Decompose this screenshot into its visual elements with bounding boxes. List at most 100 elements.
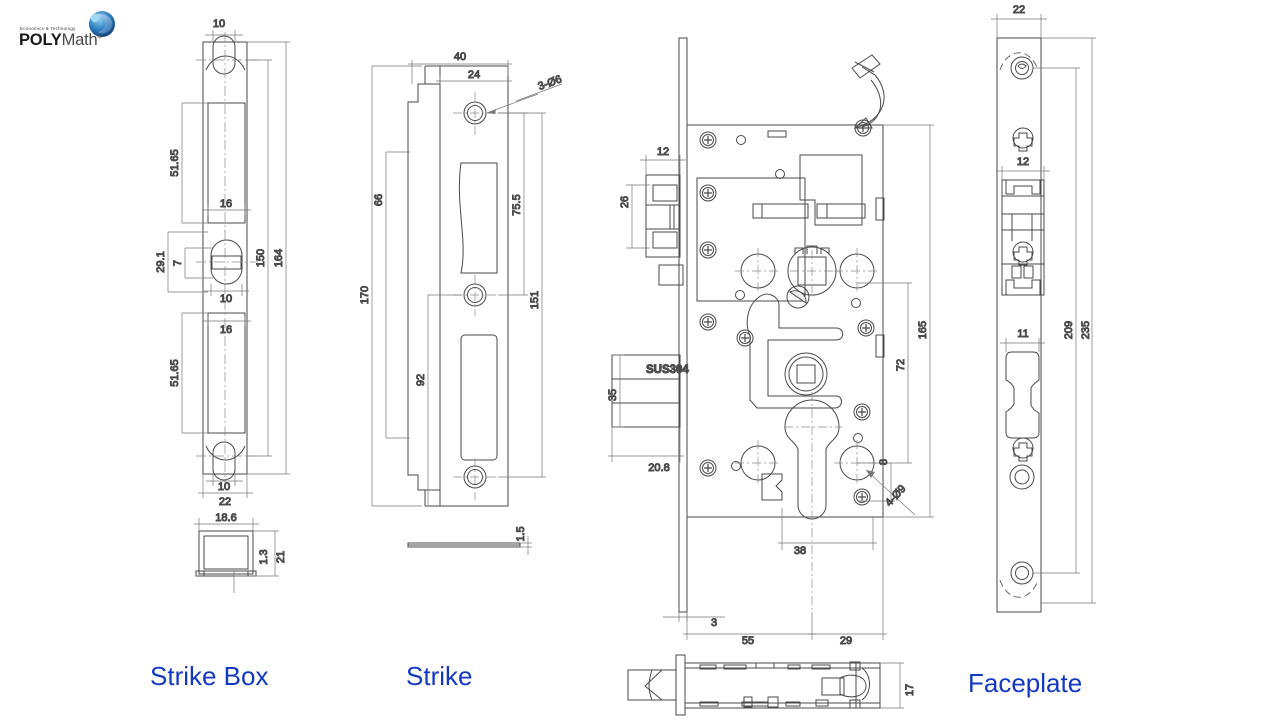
dim-sb-164: 164 xyxy=(273,249,285,267)
faceplate-plate xyxy=(996,37,1042,613)
polymath-logo: Economics & Technology POLYMath® xyxy=(18,10,138,56)
caption-strike: Strike xyxy=(406,661,473,691)
side-section-latch xyxy=(627,669,676,701)
strike-box-bottom-radius xyxy=(205,445,246,461)
screw-1 xyxy=(699,131,717,149)
logo-wordmark: POLYMath® xyxy=(19,31,102,50)
faceplate-hole-top-detail xyxy=(1017,63,1027,69)
strike-box-top-radius xyxy=(205,55,246,71)
lock-body-slot-upper xyxy=(875,197,885,221)
strike-box-dimension-labels: 10 51.65 16 29.1 7 10 16 51.65 10 22 150… xyxy=(155,18,286,509)
logo-math-text: Math xyxy=(61,31,98,49)
dim-sb-slot1-5165: 51.65 xyxy=(169,149,181,177)
dim-lb-3: 3 xyxy=(711,617,717,629)
dim-sb-150: 150 xyxy=(255,249,267,267)
faceplate-top-arc xyxy=(999,52,1039,71)
dim-sb-291: 29.1 xyxy=(155,251,167,272)
dim-sb-bot-10: 10 xyxy=(218,481,230,493)
lock-body-hook-bolt xyxy=(746,293,844,409)
side-section-latch-bevel xyxy=(648,669,653,701)
lock-body-cylinder-cam xyxy=(761,473,783,501)
side-section-cam xyxy=(839,674,867,698)
dim-sb-slot2-16: 16 xyxy=(220,324,232,336)
faceplate-screw-2 xyxy=(1012,241,1034,266)
faceplate-latch-box-left xyxy=(1011,265,1022,279)
faceplate-bottom-arc xyxy=(999,579,1039,598)
side-section-cam-arc xyxy=(861,667,870,701)
dim-lb-26: 26 xyxy=(619,196,631,208)
dim-fp-22: 22 xyxy=(1013,4,1025,16)
faceplate-latch-aperture-upper xyxy=(1001,179,1045,215)
lock-body-deadbolt-block xyxy=(645,174,681,258)
side-section-top-lug xyxy=(849,661,861,671)
lock-body-dimension-labels: 12 26 35 20.8 165 72 8 4-Ø9 38 3 55 29 xyxy=(607,146,930,648)
dim-ss-17: 17 xyxy=(904,684,916,696)
strike-dimension-labels: 40 24 3-Ø6 66 75.5 170 151 92 1.5 xyxy=(359,51,565,543)
lock-body-spindle-square xyxy=(796,364,816,384)
dim-lb-12: 12 xyxy=(657,146,669,158)
lock-body-slot-mid xyxy=(875,334,885,358)
dim-sb-top-10: 10 xyxy=(213,18,225,30)
strike-box-section-detail xyxy=(195,530,257,577)
screw-6 xyxy=(854,119,872,137)
dim-st-151: 151 xyxy=(529,291,541,309)
strike-box-dimensions xyxy=(167,30,290,498)
caption-faceplate: Faceplate xyxy=(968,668,1083,698)
dim-lb-208: 20.8 xyxy=(648,462,669,474)
lock-body-sus-bar-2 xyxy=(611,378,681,404)
faceplate-latch-box-right xyxy=(1023,265,1034,279)
lock-body-latch-arm xyxy=(854,66,885,129)
strike-view xyxy=(407,65,521,548)
side-section-dimensions xyxy=(880,662,904,709)
dim-fp-235: 235 xyxy=(1080,321,1092,339)
dim-lb-165: 165 xyxy=(917,321,929,339)
lock-body-throw-bar-1 xyxy=(752,203,809,219)
faceplate-latch-teeth-lower xyxy=(1005,279,1041,295)
strike-box-detail-dimensions xyxy=(194,518,279,593)
screw-9 xyxy=(699,459,717,477)
faceplate-hole-bottom xyxy=(1010,561,1034,585)
dim-sb-7: 7 xyxy=(172,260,184,266)
strike-bolt-aperture xyxy=(460,334,498,461)
dim-fp-11: 11 xyxy=(1017,328,1028,340)
strike-box-bottom-tab xyxy=(212,441,236,481)
faceplate-view xyxy=(996,37,1045,613)
caption-strike-box: Strike Box xyxy=(150,661,269,691)
faceplate-latch-middle xyxy=(1001,214,1045,241)
strike-screw-hole-top xyxy=(463,101,487,125)
strike-box-upper-cutout xyxy=(207,102,246,224)
dim-st-24: 24 xyxy=(468,69,480,81)
logo-tagline: Economics & Technology xyxy=(20,26,76,31)
dim-sbd-186: 18.6 xyxy=(215,512,236,524)
faceplate-hole-mid-inner xyxy=(1014,469,1030,485)
dim-sb-22: 22 xyxy=(219,496,231,508)
faceplate-hole-mid xyxy=(1009,464,1035,490)
lock-body-faceplate xyxy=(678,37,688,613)
dim-st-66: 66 xyxy=(373,194,385,206)
dim-sb-slot2-5165: 51.65 xyxy=(169,359,181,387)
side-section-details xyxy=(699,662,831,708)
dim-st-92: 92 xyxy=(415,374,427,386)
side-section-latch-chamfer xyxy=(644,669,663,701)
screw-10 xyxy=(853,488,871,506)
lock-body-deadbolt-bottom-tooth xyxy=(652,231,678,249)
dim-st-755: 75.5 xyxy=(511,194,523,215)
dim-lb-8: 8 xyxy=(878,459,890,465)
screw-4 xyxy=(699,313,717,331)
faceplate-dimensions xyxy=(991,14,1096,604)
faceplate-screw-3 xyxy=(1012,437,1034,462)
detail-outer-box xyxy=(198,530,254,575)
dim-st-holes: 3-Ø6 xyxy=(536,73,563,93)
faceplate-dimension-labels: 22 12 11 209 235 xyxy=(1012,4,1092,341)
dim-lb-72: 72 xyxy=(895,359,907,371)
faceplate-cylinder-aperture xyxy=(1005,351,1040,439)
faceplate-latch-teeth-upper xyxy=(1005,180,1041,195)
side-section-faceplate xyxy=(675,654,686,716)
dim-lb-55: 55 xyxy=(742,635,754,647)
lock-body-top-notch xyxy=(767,130,787,138)
lock-body-sus-bar-3 xyxy=(611,402,681,428)
strike-box-detail-labels: 18.6 1.3 21 xyxy=(215,512,288,566)
lock-body-cam-fill xyxy=(789,290,807,304)
screw-2 xyxy=(699,184,717,202)
dim-lb-holes: 4-Ø9 xyxy=(883,483,908,509)
